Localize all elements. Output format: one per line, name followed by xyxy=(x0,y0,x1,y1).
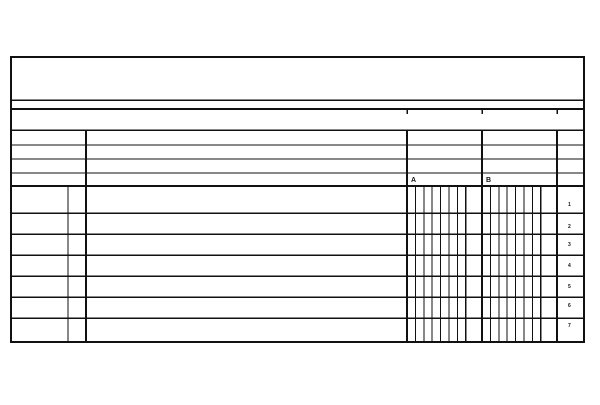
row-number: 7 xyxy=(568,323,571,329)
row-number: 4 xyxy=(568,263,571,269)
row-number: 1 xyxy=(568,202,571,208)
column-letter-b: B xyxy=(486,177,492,184)
row-number: 2 xyxy=(568,224,571,230)
outer-border xyxy=(10,56,585,343)
column-letter-a: A xyxy=(411,177,417,184)
row-number: 6 xyxy=(568,303,571,309)
row-number: 5 xyxy=(568,284,571,290)
row-number: 3 xyxy=(568,242,571,248)
